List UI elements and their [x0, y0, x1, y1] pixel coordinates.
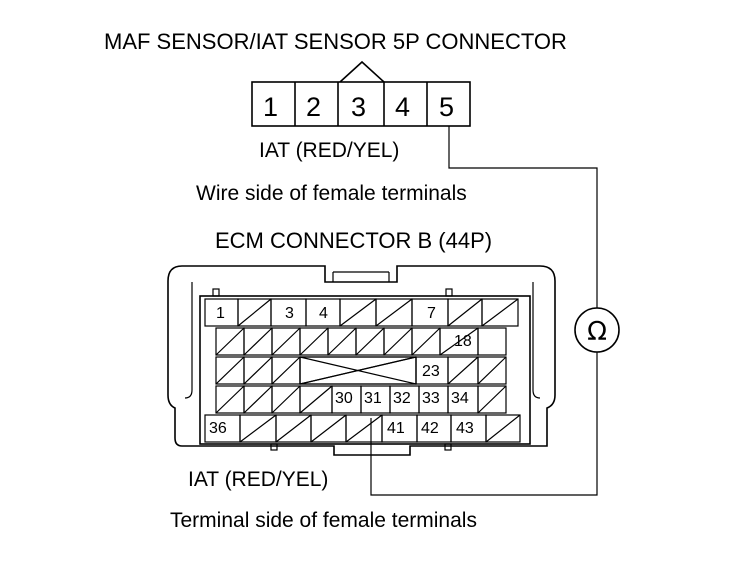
ecm-empty-cavity [481, 298, 519, 327]
ecm-wire-label: IAT (RED/YEL) [188, 468, 328, 491]
ecm-pin-36: 36 [209, 420, 227, 437]
ecm-empty-cavity [447, 356, 479, 385]
ecm-empty-cavity [271, 356, 301, 385]
ecm-pin-34: 34 [451, 390, 469, 407]
maf-pin5-lead [448, 126, 598, 308]
ecm-pin-18: 18 [454, 333, 472, 350]
ecm-cell [477, 327, 507, 356]
ecm-empty-cavity [383, 327, 413, 356]
maf-pin-3: 3 [351, 92, 366, 122]
ecm-side-caption: Terminal side of female terminals [170, 509, 477, 532]
maf-side-caption: Wire side of female terminals [196, 182, 467, 205]
maf-pin-5: 5 [439, 92, 454, 122]
ecm-pin-33: 33 [422, 390, 440, 407]
ecm-pin-41: 41 [387, 420, 405, 437]
ecm-empty-cavity [355, 327, 385, 356]
ecm-empty-cavity [215, 327, 245, 356]
ecm-empty-cavity [243, 356, 273, 385]
ecm-empty-cavity [215, 385, 245, 414]
maf-pin-4: 4 [395, 92, 410, 122]
ecm-empty-cavity [237, 298, 272, 327]
ecm-pin-1: 1 [216, 305, 225, 322]
ecm-pin31-lead [370, 352, 598, 496]
ecm-empty-cavity [411, 327, 441, 356]
ecm-pin-7: 7 [427, 305, 436, 322]
ecm-empty-cavity [271, 327, 301, 356]
maf-wire-label: IAT (RED/YEL) [259, 139, 399, 162]
ecm-empty-cavity [327, 327, 357, 356]
ecm-cell [481, 298, 519, 327]
ecm-pin-32: 32 [393, 390, 411, 407]
ecm-empty-cavity [339, 298, 377, 327]
ecm-empty-cavity [310, 414, 347, 443]
ecm-blank-area [299, 356, 417, 385]
ohmmeter-icon [574, 307, 620, 353]
ecm-connector: 1 3 4 7 18 23 30 31 32 33 34 36 41 42 43 [167, 265, 556, 456]
test-lead-circuit: Ω [370, 126, 620, 496]
ecm-pin-42: 42 [421, 420, 439, 437]
ecm-pin-4: 4 [319, 305, 328, 322]
ecm-cell [477, 385, 507, 414]
ecm-empty-cavity [243, 327, 273, 356]
ecm-empty-cavity [477, 356, 507, 385]
ecm-pin-30: 30 [335, 390, 353, 407]
ecm-empty-cavity [439, 327, 479, 356]
ecm-pin-23: 23 [422, 363, 440, 380]
ecm-empty-cavity [477, 385, 507, 414]
ecm-pin-grid [204, 298, 521, 443]
maf-pin-1: 1 [263, 92, 278, 122]
ecm-empty-cavity [299, 385, 333, 414]
ecm-cell [477, 356, 507, 385]
ecm-connector-title: ECM CONNECTOR B (44P) [215, 228, 492, 253]
ecm-empty-cavity [299, 327, 329, 356]
ecm-empty-cavity [215, 356, 245, 385]
ecm-empty-cavity [243, 385, 273, 414]
ecm-pin-3: 3 [285, 305, 294, 322]
ecm-empty-cavity [447, 298, 483, 327]
ecm-empty-cavity [375, 298, 413, 327]
ecm-cell [485, 414, 521, 443]
maf-connector: 1 2 3 4 5 [251, 60, 471, 127]
ecm-empty-cavity [239, 414, 277, 443]
maf-connector-title: MAF SENSOR/IAT SENSOR 5P CONNECTOR [104, 29, 567, 54]
ecm-empty-cavity [485, 414, 521, 443]
ecm-pin-43: 43 [456, 420, 474, 437]
ecm-empty-cavity [275, 414, 312, 443]
ecm-pin-31: 31 [364, 390, 382, 407]
maf-pin-2: 2 [306, 92, 321, 122]
ecm-empty-cavity [345, 414, 383, 443]
ecm-empty-cavity [271, 385, 301, 414]
ohm-symbol: Ω [587, 317, 607, 347]
ecm-blank-cross [299, 356, 417, 385]
